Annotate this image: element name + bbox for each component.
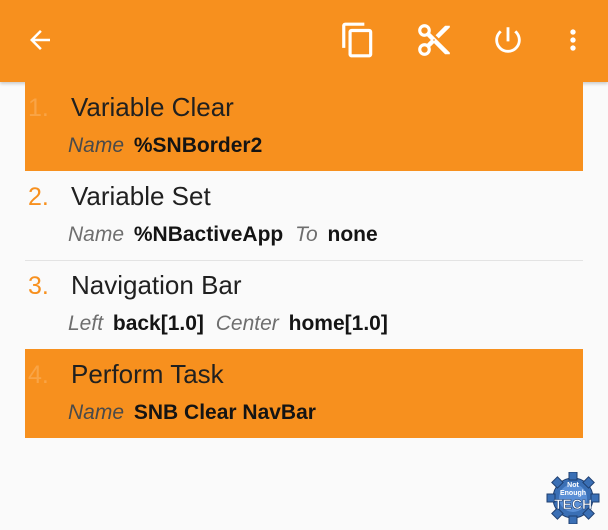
scissors-icon bbox=[418, 24, 450, 56]
arg-value: back[1.0] bbox=[112, 312, 204, 335]
back-button[interactable] bbox=[16, 16, 64, 64]
arg-key: Name bbox=[68, 134, 125, 157]
more-vert-icon bbox=[570, 29, 576, 51]
watermark-line2: Enough bbox=[560, 490, 586, 497]
list-divider bbox=[25, 260, 583, 261]
action-args: Left back[1.0] Center home[1.0] bbox=[68, 312, 394, 336]
action-title: Navigation Bar bbox=[71, 270, 242, 300]
action-args: Name SNB Clear NavBar bbox=[68, 401, 322, 425]
arg-value: SNB Clear NavBar bbox=[133, 401, 316, 424]
arg-key: Center bbox=[215, 312, 279, 335]
arg-key: Name bbox=[68, 401, 125, 424]
action-number: 2. bbox=[28, 183, 49, 211]
action-number: 3. bbox=[28, 272, 49, 300]
arg-value: none bbox=[327, 223, 378, 246]
action-title: Variable Set bbox=[71, 181, 211, 211]
power-icon bbox=[495, 27, 521, 53]
action-number: 1. bbox=[28, 94, 49, 122]
cut-button[interactable] bbox=[410, 16, 458, 64]
action-item-perform-task[interactable]: 4. Perform Task Name SNB Clear NavBar bbox=[25, 349, 583, 438]
action-args: Name %NBactiveApp To none bbox=[68, 223, 384, 247]
not-enough-tech-watermark: Not Enough TECH bbox=[542, 471, 604, 525]
app-toolbar bbox=[0, 0, 608, 82]
arg-value: %SNBorder2 bbox=[133, 134, 263, 157]
arg-value: %NBactiveApp bbox=[133, 223, 284, 246]
arg-key: To bbox=[295, 223, 318, 246]
arg-key: Name bbox=[68, 223, 125, 246]
copy-icon bbox=[342, 22, 373, 58]
arg-key: Left bbox=[68, 312, 104, 335]
action-item-variable-set[interactable]: 2. Variable Set Name %NBactiveApp To non… bbox=[25, 171, 583, 260]
arg-value: home[1.0] bbox=[288, 312, 388, 335]
arrow-left-icon bbox=[30, 30, 50, 50]
action-title: Perform Task bbox=[71, 359, 224, 389]
copy-button[interactable] bbox=[334, 16, 382, 64]
action-item-variable-clear[interactable]: 1. Variable Clear Name %SNBorder2 bbox=[25, 82, 583, 171]
action-args: Name %SNBorder2 bbox=[68, 134, 268, 158]
gear-logo-icon: Not Enough TECH bbox=[546, 471, 600, 525]
action-title: Variable Clear bbox=[71, 92, 234, 122]
watermark-line3: TECH bbox=[554, 496, 592, 512]
action-number: 4. bbox=[28, 361, 49, 389]
action-item-navigation-bar[interactable]: 3. Navigation Bar Left back[1.0] Center … bbox=[25, 260, 583, 349]
power-button[interactable] bbox=[484, 16, 532, 64]
more-options-button[interactable] bbox=[549, 16, 597, 64]
watermark-line1: Not bbox=[567, 482, 579, 489]
